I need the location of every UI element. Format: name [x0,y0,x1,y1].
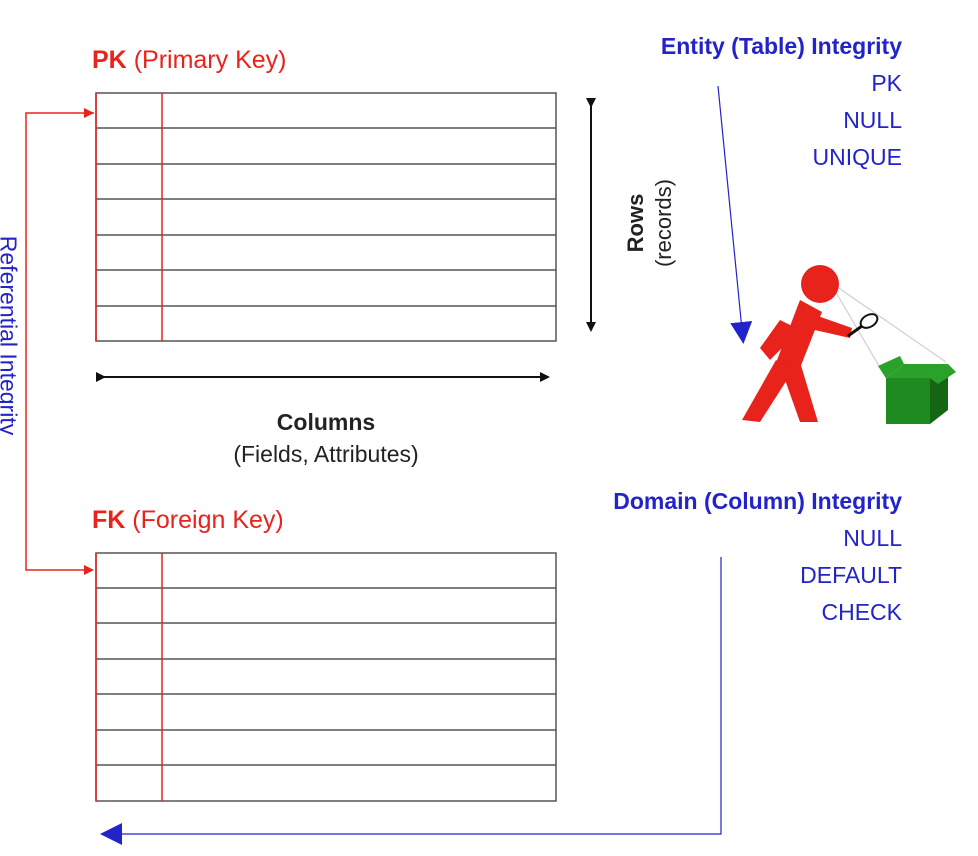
referential-connector [25,112,94,571]
columns-sub: (Fields, Attributes) [233,441,419,467]
columns-title: Columns [276,409,376,435]
green-box-icon [878,356,956,424]
fk-table [95,552,557,802]
entity-integrity-block: Entity (Table) Integrity PK NULL UNIQUE [661,28,902,176]
columns-label: Columns (Fields, Attributes) [186,406,466,470]
referential-integrity-label: Referential Integrity [0,235,22,436]
entity-integrity-title: Entity (Table) Integrity [660,33,902,59]
fk-label: FK (Foreign Key) [92,506,284,535]
domain-integrity-block: Domain (Column) Integrity NULL DEFAULT C… [613,483,902,631]
pk-full: (Primary Key) [133,46,287,74]
entity-integrity-arrow [717,85,753,344]
inspector-figure-icon [742,265,947,422]
domain-item: DEFAULT [800,562,902,588]
rows-title: Rows [623,193,648,253]
pk-abbr: PK [92,46,127,74]
magnifier-icon [847,313,879,338]
fk-full: (Foreign Key) [132,506,284,534]
entity-item: NULL [843,107,902,133]
domain-integrity-title: Domain (Column) Integrity [613,488,902,514]
fk-abbr: FK [92,506,126,534]
pk-label: PK (Primary Key) [92,46,286,75]
pk-table [95,92,557,342]
domain-integrity-connector [120,557,722,835]
domain-item: NULL [843,525,902,551]
domain-item: CHECK [821,599,902,625]
entity-item: PK [871,70,902,96]
entity-item: UNIQUE [812,144,902,170]
